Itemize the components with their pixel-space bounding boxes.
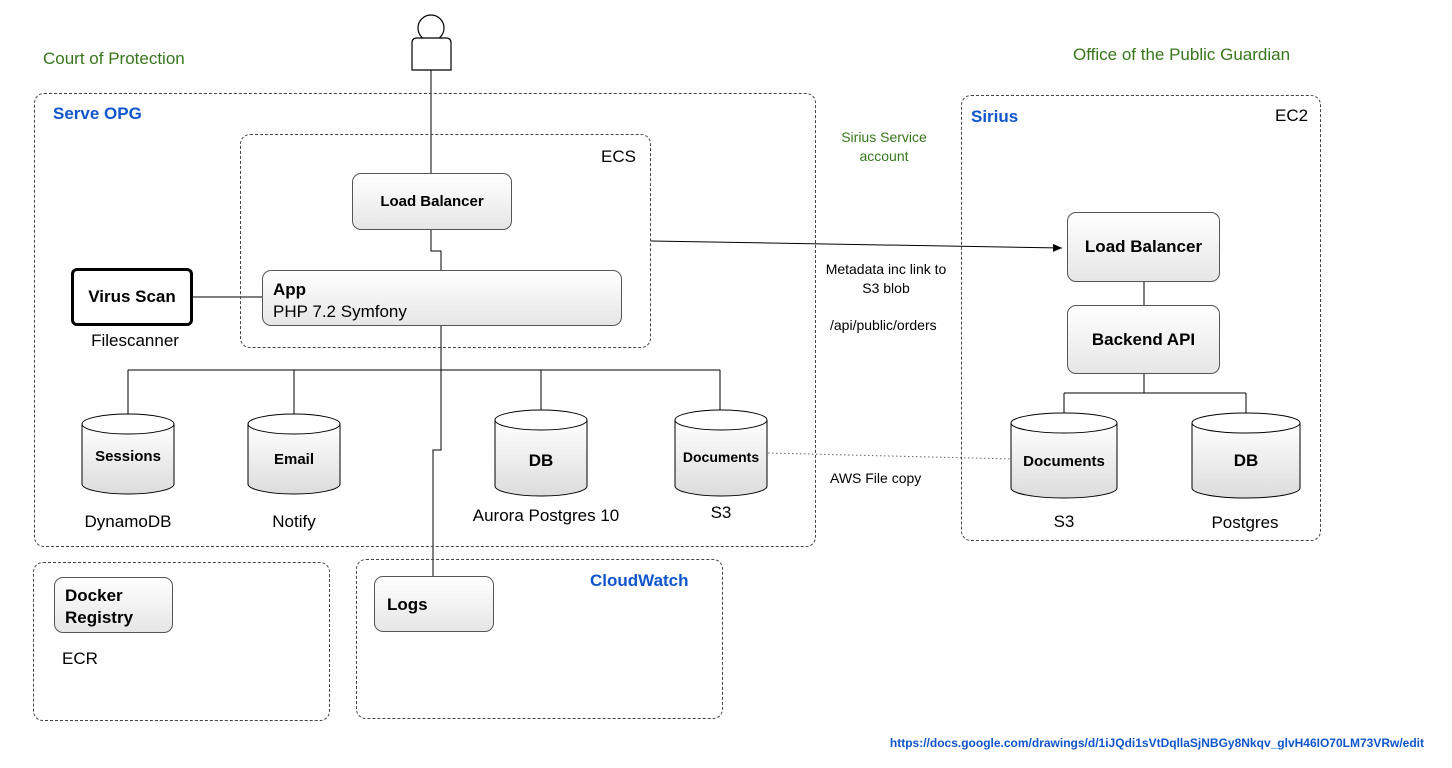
sirius-documents-label: Documents <box>1023 453 1105 470</box>
email-cylinder <box>247 413 341 495</box>
db-cylinder <box>494 409 588 497</box>
sirius-db-label: DB <box>1233 451 1259 470</box>
cloudwatch-title: CloudWatch <box>590 571 689 590</box>
sessions-cylinder <box>81 413 175 495</box>
app-to-logs-connector <box>432 326 442 576</box>
app-subtitle: PHP 7.2 Symfony <box>273 302 407 321</box>
serve-opg-title: Serve OPG <box>53 104 142 123</box>
documents-label: Documents <box>682 449 760 465</box>
documents-cylinder <box>674 409 768 497</box>
sirius-documents-caption: S3 <box>1053 512 1075 531</box>
docker-zone <box>33 562 330 721</box>
ecs-label: ECS <box>601 147 636 166</box>
email-caption: Notify <box>272 512 316 531</box>
file-copy-label: AWS File copy <box>830 470 922 486</box>
user-icon <box>411 14 452 71</box>
db-label: DB <box>528 451 554 470</box>
metadata-arrow <box>650 240 1063 252</box>
documents-caption: S3 <box>710 503 732 522</box>
sirius-zone <box>961 95 1321 541</box>
docker-registry-box: Docker Registry <box>54 577 173 633</box>
ec2-label: EC2 <box>1275 106 1309 125</box>
sirius-documents-cylinder <box>1010 412 1118 499</box>
serve-opg-zone <box>34 93 816 547</box>
sessions-label: Sessions <box>95 448 161 465</box>
sirius-load-balancer-box: Load Balancer <box>1067 212 1220 282</box>
sessions-caption: DynamoDB <box>84 512 172 531</box>
docker-registry-title: Docker Registry <box>65 586 134 627</box>
backend-api-box: Backend API <box>1067 305 1220 374</box>
sirius-db-cylinder <box>1191 412 1301 499</box>
app-box: App PHP 7.2 Symfony <box>262 270 622 326</box>
sirius-db-caption: Postgres <box>1211 513 1279 532</box>
drawing-link[interactable]: https://docs.google.com/drawings/d/1iJQd… <box>889 736 1424 750</box>
logs-label: Logs <box>387 595 428 614</box>
metadata-label: Metadata inc link to S3 blob <box>825 261 947 296</box>
virus-scan-box: Virus Scan <box>71 268 193 326</box>
virus-scan-caption: Filescanner <box>91 331 179 350</box>
serve-load-balancer-box: Load Balancer <box>352 173 512 230</box>
logs-box: Logs <box>374 576 494 632</box>
file-copy-connector <box>767 452 1013 460</box>
ecs-zone <box>240 134 651 348</box>
cloudwatch-zone <box>356 559 723 719</box>
email-label: Email <box>273 451 315 468</box>
app-title: App <box>273 280 307 299</box>
endpoint-label: /api/public/orders <box>830 317 937 333</box>
docker-caption: ECR <box>62 649 98 668</box>
db-caption: Aurora Postgres 10 <box>472 506 620 525</box>
lb-to-app-connector <box>430 230 442 270</box>
service-account-label: Sirius Service account <box>841 129 927 164</box>
office-public-guardian-label: Office of the Public Guardian <box>1073 45 1291 64</box>
sirius-title: Sirius <box>971 107 1019 126</box>
court-of-protection-label: Court of Protection <box>43 49 185 68</box>
